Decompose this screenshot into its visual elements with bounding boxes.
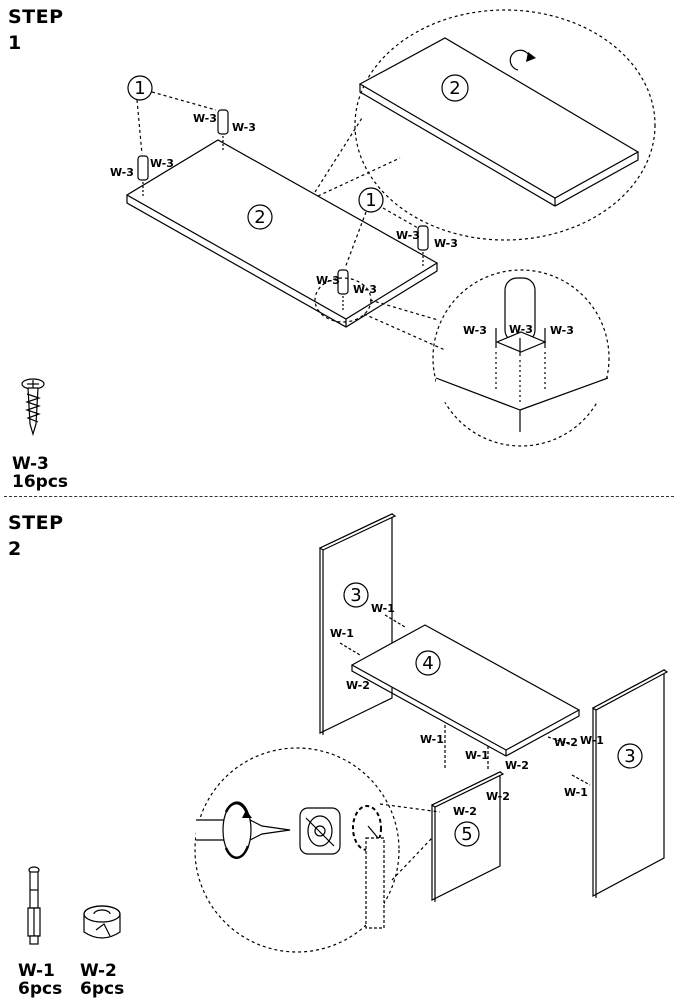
left-side-panel: 3 <box>318 513 397 735</box>
part-3-number-right: 3 <box>624 746 635 767</box>
part-2-number: 2 <box>254 207 265 228</box>
w1-label: W-1 <box>420 733 444 746</box>
flip-arrow-icon <box>509 49 531 71</box>
hardware-w3-label: W-3 16pcs <box>12 455 68 491</box>
w3-label: W-3 <box>353 283 377 296</box>
leg-left <box>137 155 149 196</box>
screwdriver-icon <box>196 801 291 859</box>
w1-label: W-1 <box>580 734 604 747</box>
step-divider <box>4 496 674 497</box>
w3-label: W-3 <box>509 323 533 336</box>
part-2-number-detail: 2 <box>449 78 460 99</box>
step-2-word: STEP <box>8 512 64 534</box>
hardware-w2-code: W-2 <box>80 961 117 981</box>
leg-right <box>417 225 429 266</box>
cam-bolt-detail <box>365 825 385 929</box>
step-2-heading: STEP 2 <box>8 510 64 562</box>
front-panel: 5 <box>430 771 505 902</box>
hardware-w2-qty: 6pcs <box>80 979 125 999</box>
shelf-board: 4 <box>350 624 581 757</box>
flip-detail-bubble: 2 <box>314 9 656 241</box>
step-2-number: 2 <box>8 538 22 560</box>
w3-label: W-3 <box>150 157 174 170</box>
w2-label: W-2 <box>554 736 578 749</box>
w1-label: W-1 <box>465 749 489 762</box>
leg-top-left <box>217 109 229 150</box>
right-side-panel: 3 <box>591 668 669 898</box>
hardware-w3-qty: 16pcs <box>12 472 69 492</box>
step1-screw-labels: W-3 W-3 W-3 W-3 W-3 W-3 W-3 W-3 <box>110 112 458 296</box>
w2-label: W-2 <box>453 805 477 818</box>
hardware-w1-label: W-1 6pcs <box>18 962 62 998</box>
step2-fastener-lines <box>339 614 591 786</box>
step1-legs <box>137 109 429 310</box>
cam-lock-nut-detail <box>299 807 341 855</box>
w1-label: W-1 <box>330 627 354 640</box>
part-2-circle <box>247 204 273 230</box>
part-1-callout-top: 1 <box>127 75 217 155</box>
hardware-w1-qty: 6pcs <box>18 979 63 999</box>
w1-label: W-1 <box>371 602 395 615</box>
part-5-number: 5 <box>461 824 472 845</box>
part-1-number-top: 1 <box>134 78 145 99</box>
w2-label: W-2 <box>486 790 510 803</box>
w3-label: W-3 <box>193 112 217 125</box>
step-1-number: 1 <box>8 32 22 54</box>
wood-screw-icon <box>21 378 45 437</box>
w3-label: W-3 <box>463 324 487 337</box>
part-1-number-bottom: 1 <box>365 190 376 211</box>
w2-label: W-2 <box>505 759 529 772</box>
part-4-number: 4 <box>422 653 433 674</box>
leg-detail-screws <box>495 328 546 404</box>
w3-label: W-3 <box>434 237 458 250</box>
leg-detail-bubble: W-3 W-3 W-3 <box>314 269 610 447</box>
cam-lock-nut-icon <box>83 905 121 939</box>
part-3-number-left: 3 <box>350 585 361 606</box>
hardware-w3-code: W-3 <box>12 454 49 474</box>
step-1-heading: STEP 1 <box>8 4 64 56</box>
cam-lock-detail-bubble <box>194 747 441 953</box>
cam-bolt-icon <box>27 866 41 945</box>
w3-label: W-3 <box>110 166 134 179</box>
hardware-w2-label: W-2 6pcs <box>80 962 124 998</box>
hardware-w1-code: W-1 <box>18 961 55 981</box>
w1-label: W-1 <box>564 786 588 799</box>
w3-label: W-3 <box>232 121 256 134</box>
step1-top-board: 2 <box>125 139 439 328</box>
leg-bottom <box>337 269 349 310</box>
w3-label: W-3 <box>550 324 574 337</box>
w2-label: W-2 <box>346 679 370 692</box>
w3-label: W-3 <box>396 229 420 242</box>
part-1-callout-bottom: 1 <box>344 187 419 269</box>
w3-label: W-3 <box>316 274 340 287</box>
step-1-word: STEP <box>8 6 64 28</box>
step2-w-labels: W-1 W-1 W-2 W-1 W-1 W-2 W-2 W-1 W-1 W-2 … <box>330 602 604 818</box>
